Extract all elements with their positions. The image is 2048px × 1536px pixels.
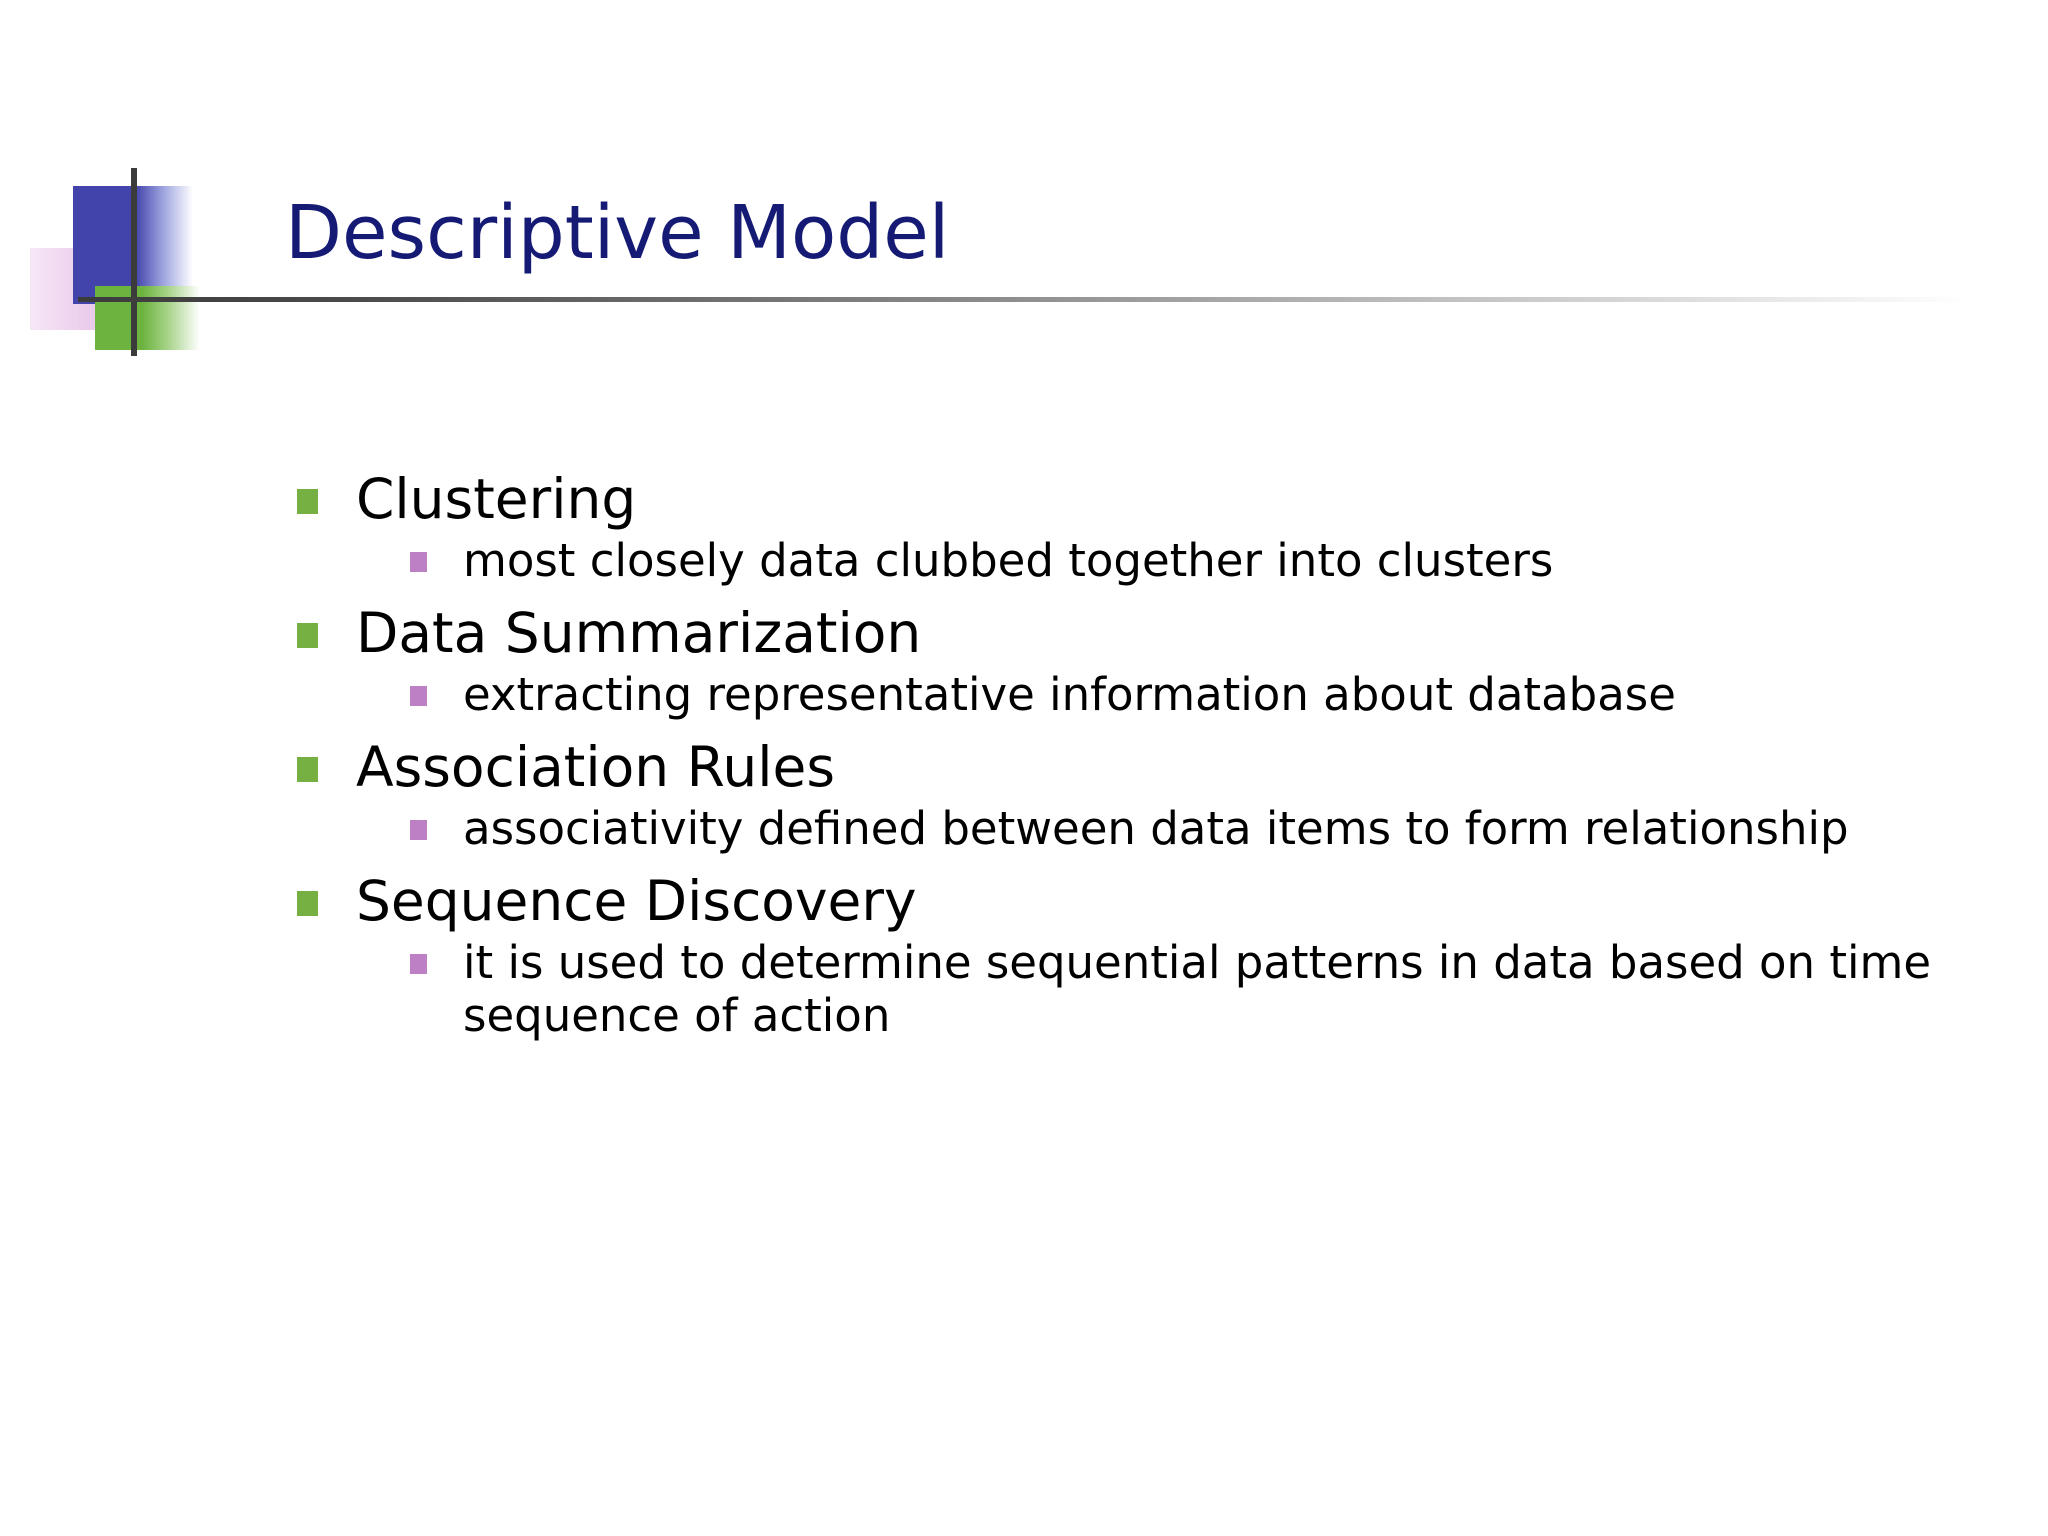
square-bullet-icon xyxy=(297,757,318,783)
bullet-level1-label: Data Summarization xyxy=(356,601,922,666)
vertical-rule-decoration xyxy=(131,168,137,356)
bullet-item-level1: Clustering xyxy=(276,467,2016,531)
bullet-level1-label: Association Rules xyxy=(356,735,836,800)
bullet-level2-label: most closely data clubbed together into … xyxy=(463,534,1554,588)
bullet-group-sequence-discovery: Sequence Discovery it is used to determi… xyxy=(276,869,2016,1043)
page-title: Descriptive Model xyxy=(285,190,950,276)
square-bullet-icon xyxy=(297,489,318,514)
bullet-item-level2: extracting representative information ab… xyxy=(276,669,2016,722)
header-decoration xyxy=(0,160,280,370)
square-bullet-icon xyxy=(297,891,318,917)
bullet-level2-label: it is used to determine sequential patte… xyxy=(463,936,1932,1043)
bullet-group-clustering: Clustering most closely data clubbed tog… xyxy=(276,467,2016,588)
square-subbullet-icon xyxy=(410,820,427,841)
bullet-level2-label: associativity defined between data items… xyxy=(463,802,1849,856)
green-square-decoration xyxy=(95,286,200,350)
bullet-item-level2: most closely data clubbed together into … xyxy=(276,535,2016,588)
bullet-item-level1: Sequence Discovery xyxy=(276,869,2016,934)
bullet-item-level1: Association Rules xyxy=(276,735,2016,800)
bullet-item-level2: it is used to determine sequential patte… xyxy=(276,937,2016,1042)
square-subbullet-icon xyxy=(410,954,427,975)
bullet-item-level1: Data Summarization xyxy=(276,601,2016,666)
bullet-level1-label: Sequence Discovery xyxy=(356,869,917,934)
square-bullet-icon xyxy=(297,623,318,649)
bullet-level1-label: Clustering xyxy=(356,467,637,531)
bullet-group-association-rules: Association Rules associativity defined … xyxy=(276,735,2016,856)
title-divider-rule xyxy=(78,297,1968,302)
square-subbullet-icon xyxy=(410,552,427,573)
bullet-list: Clustering most closely data clubbed tog… xyxy=(276,467,2016,1059)
bullet-group-data-summarization: Data Summarization extracting representa… xyxy=(276,601,2016,722)
square-subbullet-icon xyxy=(410,686,427,707)
bullet-level2-label: extracting representative information ab… xyxy=(463,668,1676,722)
bullet-item-level2: associativity defined between data items… xyxy=(276,803,2016,856)
